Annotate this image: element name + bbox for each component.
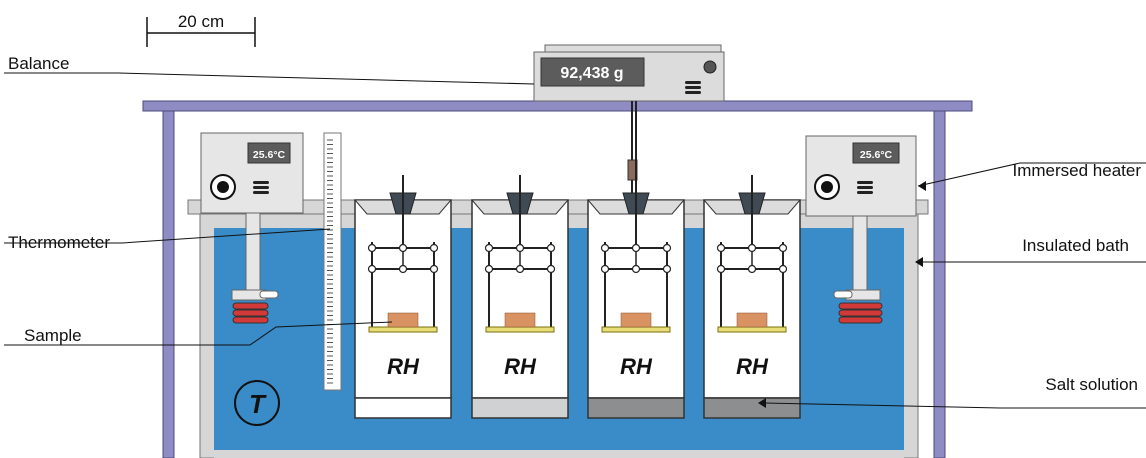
heater-right-temp: 25.6°C <box>860 149 893 161</box>
leader-arrowheads <box>758 181 926 408</box>
label-immersed-heater: Immersed heater <box>1013 161 1142 180</box>
chamber-1-sample <box>387 312 419 328</box>
immersed-heater-left: 25.6°C <box>200 132 304 324</box>
label-sample: Sample <box>24 326 82 345</box>
chambers: RH RH RH RH <box>353 101 802 419</box>
chamber-2-tray <box>485 326 555 333</box>
chamber-1-salt-solution <box>354 397 452 419</box>
chamber-4-sample <box>736 312 768 328</box>
chamber-2-rh-label: RH <box>504 354 537 379</box>
temperature-symbol-text: T <box>249 389 267 419</box>
immersed-heater-right: 25.6°C <box>805 135 917 324</box>
chamber-1-rh-label: RH <box>387 354 420 379</box>
heater-right-coil-icon <box>838 302 883 324</box>
label-thermometer: Thermometer <box>8 233 110 252</box>
chamber-4: RH <box>702 175 802 419</box>
temperature-symbol: T <box>234 380 280 426</box>
chamber-3-rh-label: RH <box>620 354 653 379</box>
chamber-4-rh-label: RH <box>736 354 769 379</box>
chamber-3: RH <box>586 101 686 419</box>
chamber-2: RH <box>470 175 570 419</box>
chamber-4-salt-solution <box>703 397 801 419</box>
label-insulated-bath: Insulated bath <box>1022 236 1129 255</box>
balance-display <box>540 57 645 87</box>
leader-lines <box>4 72 1146 409</box>
balance-reading: 92,438 g <box>560 65 623 82</box>
chamber-3-salt-solution <box>587 397 685 419</box>
scale-bar-label: 20 cm <box>178 12 224 31</box>
chamber-3-sample <box>620 312 652 328</box>
label-salt-solution: Salt solution <box>1045 375 1138 394</box>
heater-left-vent-icon <box>253 181 269 194</box>
label-balance: Balance <box>8 54 69 73</box>
chamber-3-tray <box>601 326 671 333</box>
balance: 92,438 g <box>533 44 725 248</box>
chamber-2-sample <box>504 312 536 328</box>
balance-knob-icon <box>703 60 717 74</box>
chamber-1-tray <box>368 326 438 333</box>
heater-left-temp: 25.6°C <box>253 149 286 161</box>
chamber-1: RH <box>353 175 453 419</box>
chamber-4-tray <box>717 326 787 333</box>
thermometer <box>323 132 342 391</box>
chamber-2-salt-solution <box>471 397 569 419</box>
scale-bar: 20 cm <box>146 12 256 47</box>
balance-vent-icon <box>685 81 701 94</box>
heater-left-coil-icon <box>232 302 269 324</box>
heater-right-vent-icon <box>857 181 873 194</box>
